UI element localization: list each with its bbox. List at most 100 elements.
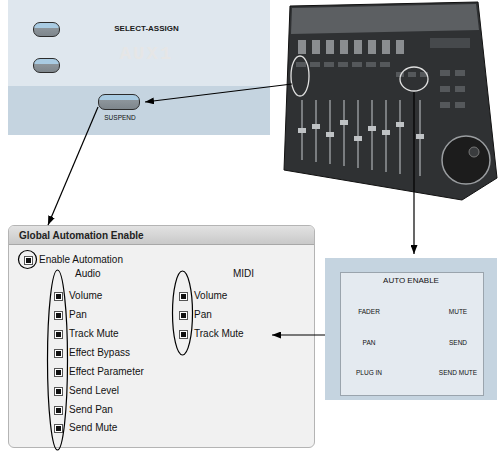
control-surface-illustration bbox=[284, 2, 497, 200]
display bbox=[430, 38, 470, 48]
checkbox-mark bbox=[56, 351, 61, 356]
checkbox-label: Enable Automation bbox=[39, 254, 123, 266]
control-panel: AUX1SUSPEND SELECT-ASSIGN bbox=[8, 0, 270, 135]
checkbox bbox=[54, 311, 63, 320]
settings-window: Global Automation EnableEnable Automatio… bbox=[8, 225, 315, 448]
button-grid bbox=[296, 62, 465, 108]
hardware-button bbox=[33, 58, 60, 73]
fader-track bbox=[399, 100, 401, 174]
button-label: PAN bbox=[363, 339, 376, 347]
fader-track bbox=[343, 100, 345, 166]
panel-face bbox=[340, 272, 484, 396]
checkbox-label: Pan bbox=[69, 309, 87, 321]
meter bbox=[354, 40, 362, 54]
surface-top-strip bbox=[291, 4, 479, 34]
checkbox-mark bbox=[56, 332, 61, 337]
checkbox-label: Track Mute bbox=[69, 328, 119, 340]
button bbox=[366, 62, 376, 67]
checkbox bbox=[54, 349, 63, 358]
button bbox=[338, 62, 348, 67]
checkbox bbox=[54, 387, 63, 396]
button bbox=[296, 62, 306, 67]
button-label: PLUG IN bbox=[356, 369, 382, 377]
button bbox=[408, 72, 416, 77]
checkbox-mark bbox=[56, 408, 61, 413]
fader-tracks bbox=[302, 100, 420, 176]
column-heading: MIDI bbox=[233, 268, 254, 280]
connector-arrow bbox=[272, 334, 325, 335]
fader-cap bbox=[298, 128, 306, 133]
meter bbox=[382, 40, 390, 54]
fader-cap bbox=[312, 124, 320, 129]
meter bbox=[340, 40, 348, 54]
meter bbox=[312, 40, 320, 54]
checkbox-mark bbox=[181, 294, 186, 299]
suspend-button: SUSPEND bbox=[98, 94, 140, 110]
fader-track bbox=[371, 100, 373, 170]
fader-cap bbox=[416, 134, 424, 139]
window-title: Global Automation Enable bbox=[19, 230, 144, 242]
fader-cap bbox=[382, 130, 390, 135]
panel-label: AUTO ENABLE bbox=[383, 276, 439, 286]
lcd-text: AUX1 bbox=[120, 43, 174, 66]
checkbox-label: Send Level bbox=[69, 385, 119, 397]
button-label: FADER bbox=[358, 308, 380, 316]
checkbox-label: Send Mute bbox=[69, 422, 117, 434]
checkbox bbox=[54, 424, 63, 433]
hardware-button bbox=[33, 22, 60, 37]
button-label: SEND MUTE bbox=[439, 369, 477, 377]
button bbox=[455, 86, 465, 92]
checkbox-mark bbox=[56, 389, 61, 394]
meter bbox=[396, 40, 404, 54]
checkbox-mark bbox=[56, 313, 61, 318]
fader-track bbox=[385, 100, 387, 172]
checkbox-label: Pan bbox=[194, 309, 212, 321]
fader-cap bbox=[368, 126, 376, 131]
meter-row bbox=[298, 38, 470, 54]
fader-cap bbox=[326, 132, 334, 137]
leader-arrow bbox=[413, 92, 414, 254]
checkbox-label: Track Mute bbox=[194, 328, 244, 340]
checkbox bbox=[24, 256, 33, 265]
button bbox=[380, 62, 390, 67]
lcd-display: AUX1 bbox=[110, 40, 183, 68]
button bbox=[455, 102, 465, 108]
checkbox-mark bbox=[181, 313, 186, 318]
surface-body bbox=[284, 2, 497, 200]
callout-oval bbox=[400, 67, 428, 91]
button bbox=[455, 70, 465, 76]
checkbox bbox=[179, 311, 188, 320]
button-label: MUTE bbox=[449, 308, 467, 316]
button bbox=[324, 62, 334, 67]
checkbox bbox=[54, 406, 63, 415]
column-heading: Audio bbox=[75, 268, 101, 280]
fader-cap bbox=[396, 122, 404, 127]
button bbox=[440, 70, 450, 76]
fader-cap bbox=[340, 120, 348, 125]
checkbox-mark bbox=[56, 370, 61, 375]
checkbox bbox=[179, 292, 188, 301]
checkbox-mark bbox=[56, 294, 61, 299]
checkbox bbox=[54, 368, 63, 377]
checkbox-label: Effect Bypass bbox=[69, 347, 130, 359]
jog-wheel bbox=[442, 136, 490, 184]
meter bbox=[368, 40, 376, 54]
button-label: SEND bbox=[449, 339, 467, 347]
button bbox=[440, 102, 450, 108]
fader-cap bbox=[354, 136, 362, 141]
callout-oval bbox=[291, 56, 309, 96]
fader-track bbox=[315, 100, 317, 162]
button bbox=[352, 62, 362, 67]
checkbox-label: Effect Parameter bbox=[69, 366, 144, 378]
button bbox=[440, 86, 450, 92]
checkbox-mark bbox=[181, 332, 186, 337]
checkbox-mark bbox=[56, 426, 61, 431]
meter bbox=[298, 40, 306, 54]
fader-caps bbox=[298, 120, 424, 141]
fader-track bbox=[357, 100, 359, 168]
checkbox-label: Send Pan bbox=[69, 404, 113, 416]
control-panel: FADER MUTE PAN SEND PLUG IN SEND MUTE AUTO ENA… bbox=[325, 258, 497, 400]
checkbox bbox=[54, 292, 63, 301]
panel-label: SELECT-ASSIGN bbox=[114, 24, 178, 34]
